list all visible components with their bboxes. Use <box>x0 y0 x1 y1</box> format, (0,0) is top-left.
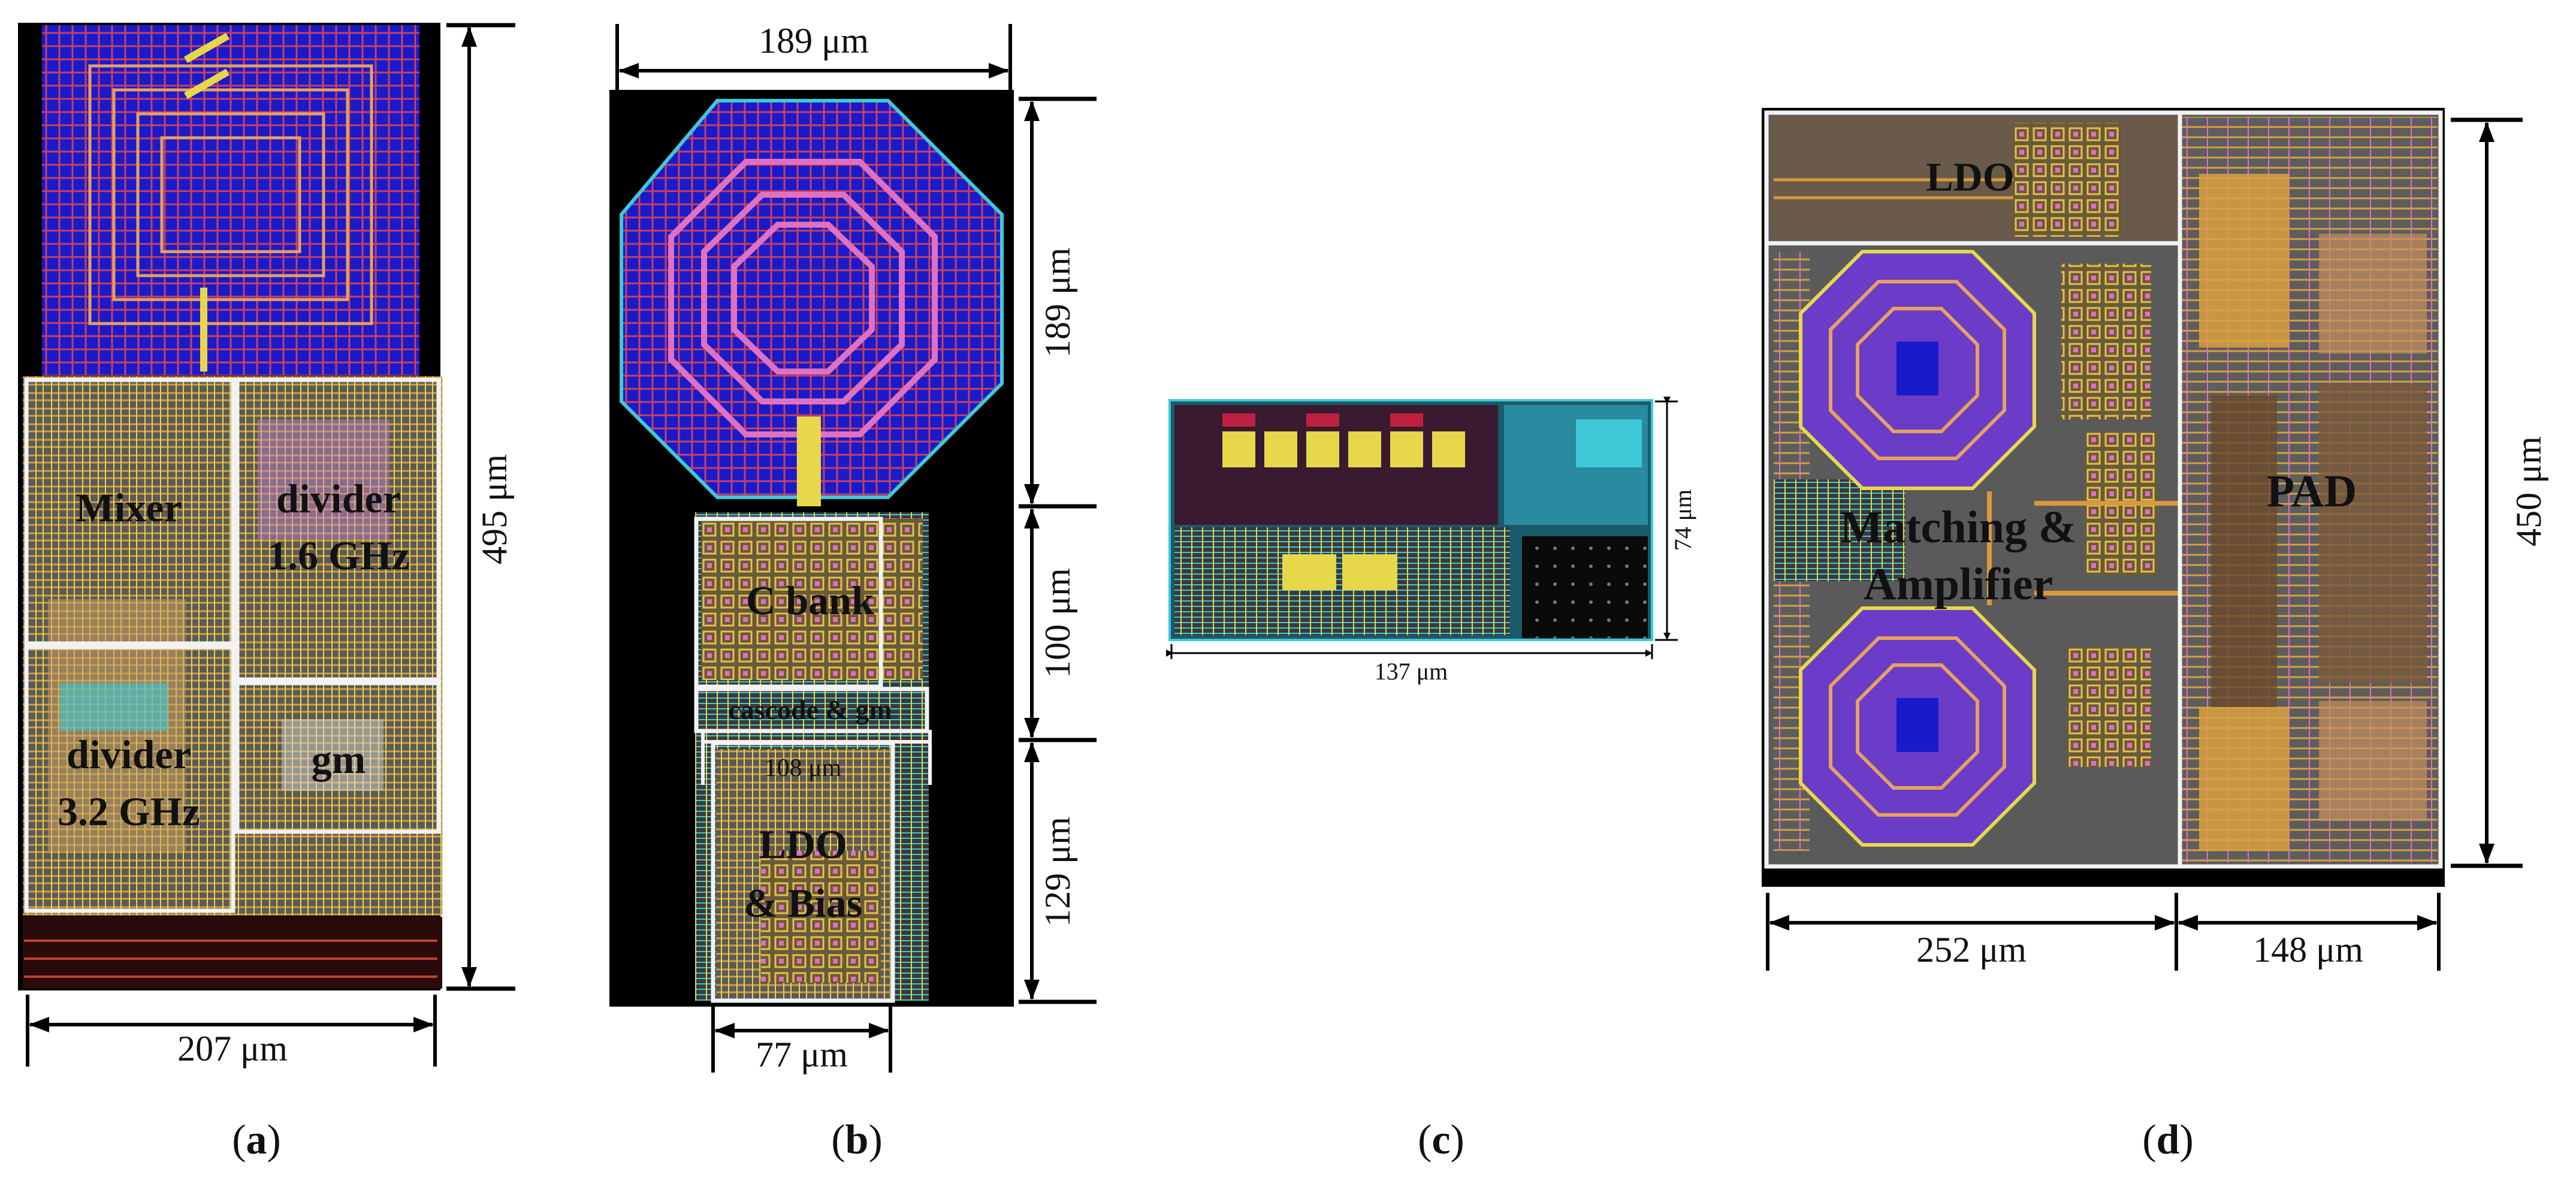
block-divider-16-outline <box>235 377 441 682</box>
dim-b-h1: 189 μm <box>1038 247 1077 358</box>
block-cascode-outline <box>694 687 929 733</box>
label-mixer: Mixer <box>76 485 182 530</box>
label-cascode-gm: cascode & gm <box>728 694 892 725</box>
caption-d: (d) <box>2142 1117 2194 1163</box>
label-divider-32: divider <box>67 732 191 777</box>
block-cbank-outline <box>694 517 883 689</box>
panel-b-inductor <box>620 99 1004 499</box>
panel-b: C bank cascode & gm 108 μm LDO & Bias 18… <box>609 21 1097 1163</box>
label-pad: PAD <box>2267 466 2357 517</box>
block-divider-32-outline <box>24 645 235 913</box>
dim-d-right: 148 μm <box>2253 930 2363 969</box>
dim-a-height: 495 μm <box>475 454 514 564</box>
label-ldo-d: LDO <box>1926 154 2014 200</box>
panel-d: LDO Matching & Amplifier PAD 450 μm 252 … <box>1762 108 2548 1163</box>
panel-a-inductor <box>42 25 419 376</box>
caption-b: (b) <box>831 1117 883 1163</box>
label-bias: & Bias <box>744 880 862 926</box>
dim-b-bottom: 77 μm <box>756 1035 848 1074</box>
block-mixer-outline <box>24 377 235 646</box>
dim-d-height: 450 μm <box>2509 436 2548 546</box>
caption-a: (a) <box>232 1117 281 1163</box>
panel-c: 137 μm 74 μm (c) <box>1166 397 1696 1163</box>
label-amplifier: Amplifier <box>1864 559 2053 609</box>
label-divider-32-freq: 3.2 GHz <box>58 789 200 834</box>
panel-a: Mixer divider 1.6 GHz divider 3.2 GHz gm… <box>18 23 515 1163</box>
dim-b-h2: 100 μm <box>1038 568 1077 678</box>
dim-c-height: 74 μm <box>1669 490 1696 551</box>
label-cbank: C bank <box>746 578 874 623</box>
dim-d-left: 252 μm <box>1916 930 2027 969</box>
label-divider-16: divider <box>276 476 401 521</box>
label-ldo: LDO <box>759 821 847 867</box>
block-gm-outline <box>235 681 441 834</box>
dim-b-h3: 129 μm <box>1038 817 1077 927</box>
label-divider-16-freq: 1.6 GHz <box>267 533 410 578</box>
label-gm: gm <box>312 736 366 782</box>
label-inner-width: 108 μm <box>765 754 842 782</box>
label-matching: Matching & <box>1840 502 2077 552</box>
caption-c: (c) <box>1418 1117 1464 1163</box>
block-pad-outline <box>2178 110 2443 869</box>
dim-b-top: 189 μm <box>759 21 869 61</box>
dim-c-width: 137 μm <box>1375 658 1448 685</box>
dim-a-width: 207 μm <box>177 1029 288 1068</box>
